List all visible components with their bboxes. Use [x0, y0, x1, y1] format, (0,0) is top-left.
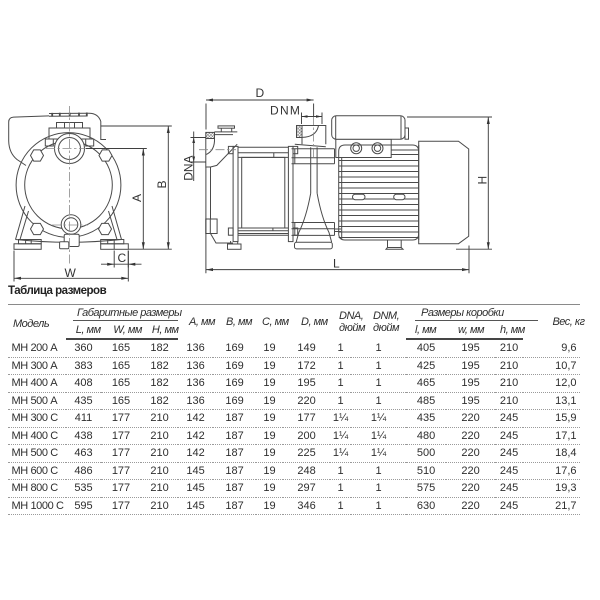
svg-text:C: C — [118, 251, 127, 265]
svg-text:B: B — [155, 180, 169, 188]
svg-text:D: D — [256, 86, 265, 100]
svg-text:H: H — [476, 176, 490, 185]
svg-text:A: A — [130, 194, 144, 202]
svg-text:DNM: DNM — [270, 104, 301, 118]
svg-text:W: W — [65, 266, 77, 280]
svg-text:DNA: DNA — [181, 155, 195, 180]
svg-text:L: L — [333, 257, 340, 271]
